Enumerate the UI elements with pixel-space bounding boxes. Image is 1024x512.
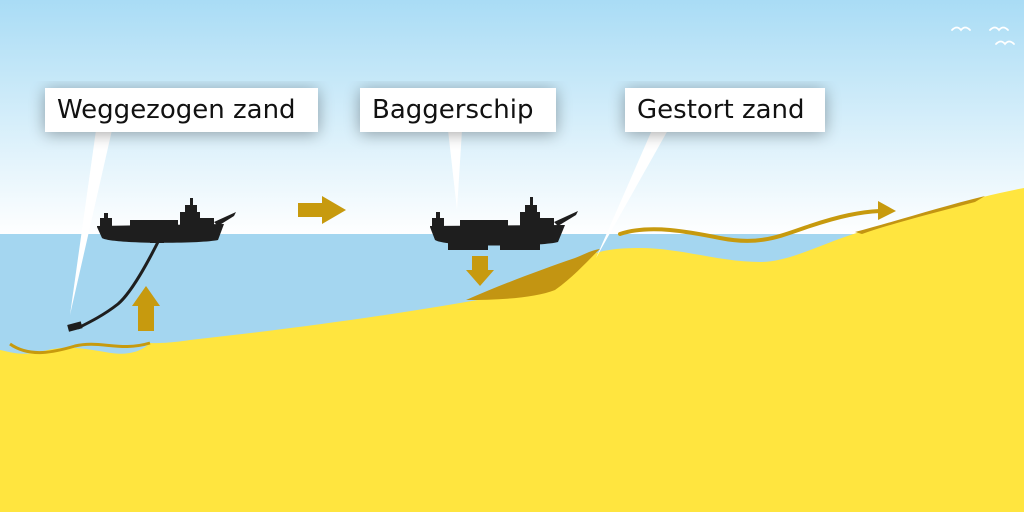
dredging-pit-outline (9, 341, 151, 355)
suction-head (67, 321, 83, 332)
arrow-down-icon (466, 256, 494, 286)
arrow-right-icon (298, 196, 346, 224)
callout-pointer-dredger (448, 130, 462, 210)
sand-flow-arrowhead (878, 201, 896, 220)
dredging-ship-icon (97, 198, 236, 243)
suction-pipe (77, 237, 162, 330)
deposited-sand (466, 249, 600, 300)
label-sand-dumped: Gestort zand (625, 88, 825, 132)
sand-flow-line (618, 209, 882, 243)
sand (0, 188, 1024, 512)
label-dredger: Baggerschip (360, 88, 556, 132)
arrow-up-icon (132, 286, 160, 331)
seagull-icon (951, 26, 1015, 46)
label-sand-removed: Weggezogen zand (45, 88, 318, 132)
dredging-ship-loaded-icon (430, 197, 578, 250)
deposited-sand-dune (855, 196, 985, 234)
callout-pointer-sand-removed (70, 130, 112, 315)
callout-pointer-sand-dumped (596, 130, 668, 258)
